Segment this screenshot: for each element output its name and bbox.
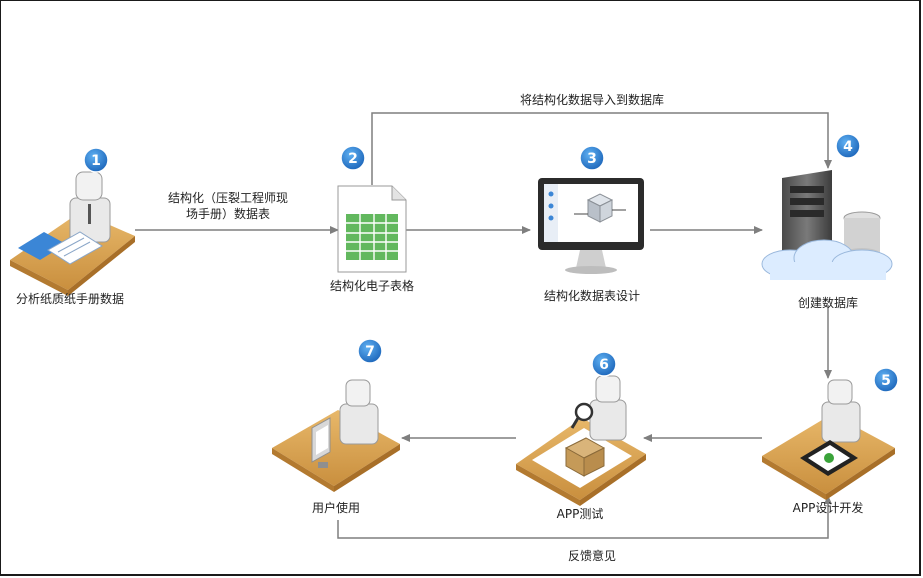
node-4-icon xyxy=(761,170,893,280)
edge-1-label-line2: 场手册）数据表 xyxy=(185,207,271,221)
node-2-label: 结构化电子表格 xyxy=(329,279,415,293)
edge-top-import xyxy=(371,112,832,185)
edge-feedback xyxy=(337,495,832,539)
node-3-icon xyxy=(538,178,644,274)
node-7-icon xyxy=(272,379,400,492)
edge-1-label-line1: 结构化（压裂工程师现 xyxy=(167,191,289,205)
node-5-icon xyxy=(762,379,895,500)
node-2-icon xyxy=(337,185,407,273)
node-6-icon xyxy=(516,375,646,506)
edges xyxy=(135,112,832,539)
node-6-label: APP测试 xyxy=(556,507,604,521)
node-5-label: APP设计开发 xyxy=(792,501,864,515)
edge-feedback-label: 反馈意见 xyxy=(567,549,617,563)
edge-top-label: 将结构化数据导入到数据库 xyxy=(519,93,665,107)
node-1-label: 分析纸质纸手册数据 xyxy=(15,292,125,306)
node-1-icon xyxy=(10,171,135,296)
node-3-label: 结构化数据表设计 xyxy=(543,289,641,303)
node-4-label: 创建数据库 xyxy=(797,296,859,310)
node-7-label: 用户使用 xyxy=(311,501,361,515)
